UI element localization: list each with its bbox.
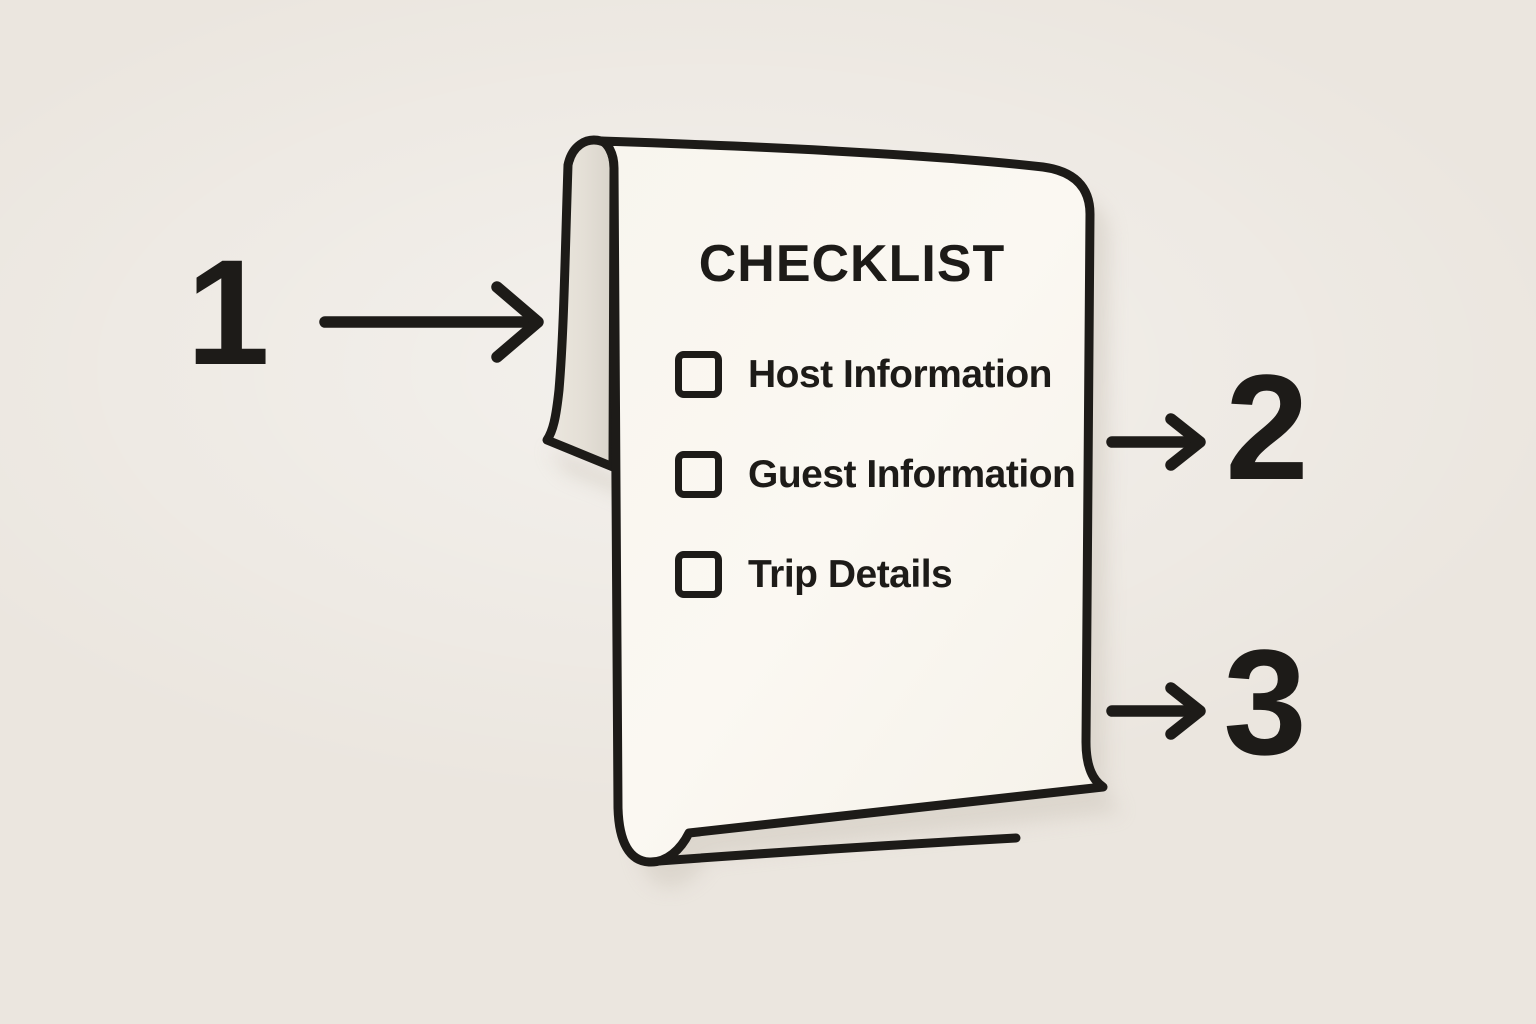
checklist-item-host-information: Host Information: [675, 351, 1052, 398]
callout-number-1: 1: [186, 228, 270, 396]
paper-top-left-curl: [542, 135, 619, 472]
checkbox-guest-information-icon: [675, 451, 722, 498]
paper-bottom-curl-underside: [654, 833, 1021, 866]
callout-number-2: 2: [1225, 343, 1309, 511]
checklist-title: CHECKLIST: [698, 235, 1006, 293]
callout-arrow-1: [319, 281, 544, 363]
checkbox-host-information-icon: [675, 351, 722, 398]
checklist-item-label: Trip Details: [748, 552, 953, 596]
checklist-item-trip-details: Trip Details: [675, 551, 953, 598]
callout-arrow-2: [1106, 413, 1206, 471]
callout-number-3: 3: [1223, 618, 1307, 786]
checklist-item-label: Host Information: [748, 352, 1052, 396]
callout-arrow-3: [1106, 682, 1206, 740]
checklist-item-guest-information: Guest Information: [675, 451, 1076, 498]
checkbox-trip-details-icon: [675, 551, 722, 598]
checklist-item-label: Guest Information: [748, 452, 1076, 496]
